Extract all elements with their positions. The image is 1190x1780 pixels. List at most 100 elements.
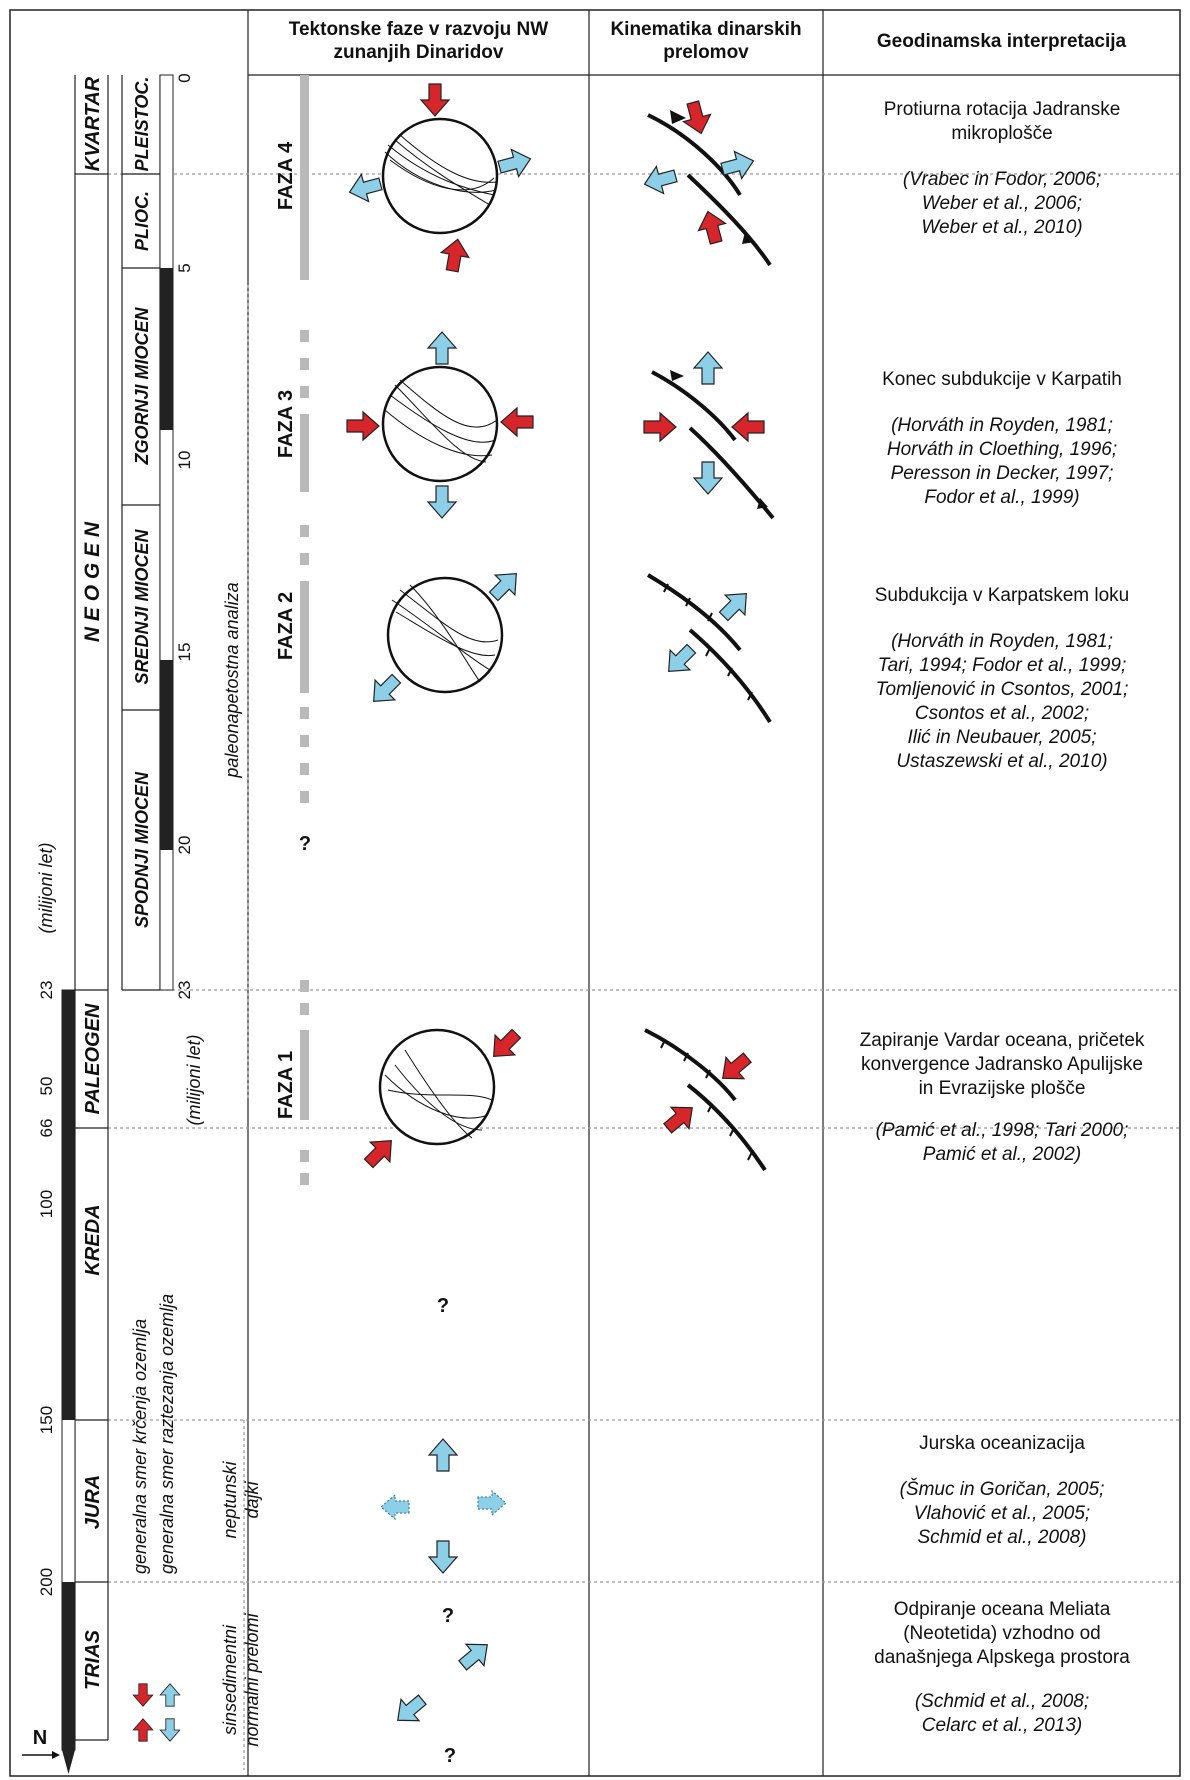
phase-bars <box>300 75 309 1185</box>
method-dividers <box>243 285 249 1770</box>
interpretation-text: današnjega Alpskega prostora <box>874 1647 1130 1668</box>
stereonet-phase-2 <box>363 563 527 712</box>
reference-text: (Horváth in Royden, 1981; <box>891 415 1113 436</box>
period-kvartar: KVARTAR <box>82 76 104 171</box>
interpretation-text: Odpiranje oceana Meliata <box>893 1599 1111 1620</box>
interpretation-block: Protiurna rotacija Jadranske mikroplošče… <box>826 98 1178 240</box>
age-label: 23 <box>175 981 194 1000</box>
neogene-timescale-bar <box>159 74 174 991</box>
reference-text: (Schmid et al., 2008; <box>914 1691 1090 1712</box>
period-paleogen: PALEOGEN <box>82 1003 104 1114</box>
question-mark: ? <box>299 833 311 855</box>
phase-bar <box>300 414 309 492</box>
age-label: 23 <box>37 981 56 1000</box>
legend-extension: generalna smer raztezanja ozemlja <box>157 1294 177 1574</box>
interpretation-text: Protiurna rotacija Jadranske <box>883 99 1121 120</box>
period-trias: TRIAS <box>82 1629 104 1690</box>
jura-arrows <box>380 1438 507 1574</box>
epoch-pliocene: PLIOC. <box>132 191 152 251</box>
reference-text: Weber et al., 2010) <box>921 217 1083 238</box>
interpretation-block: Jurska oceanizacija (Šmuc in Goričan, 20… <box>826 1432 1178 1550</box>
header-kinematics: Kinematika dinarskih prelomov <box>610 19 802 63</box>
stereonet-phase-4 <box>345 83 535 274</box>
interpretation-text: Subdukcija v Karpatskem loku <box>874 585 1130 606</box>
interpretation-block: Subdukcija v Karpatskem loku (Horváth in… <box>826 584 1178 774</box>
north-arrow <box>22 1751 60 1759</box>
interpretation-block: Zapiranje Vardar oceana, pričetek konver… <box>826 1029 1178 1167</box>
reference-text: Schmid et al., 2008) <box>917 1527 1087 1548</box>
units-label: (milijoni let) <box>184 1034 204 1125</box>
method-faults-line1: sinsedimentni <box>220 1624 240 1735</box>
interpretation-text: konvergence Jadransko Apulijske <box>860 1054 1143 1075</box>
method-faults-line2: normalni prelomi <box>242 1612 262 1746</box>
age-label: 66 <box>37 1119 56 1138</box>
fault-kinematics-phase-4 <box>640 98 772 267</box>
method-dykes-line1: neptunski <box>220 1460 240 1538</box>
interpretation-text: (Neotetida) vzhodno od <box>903 1623 1101 1644</box>
age-label: 100 <box>37 1190 56 1218</box>
reference-text: Csontos et al., 2002; <box>914 703 1090 724</box>
long-timescale-bar <box>61 989 76 1774</box>
header-geodynamic: Geodinamska interpretacija <box>876 31 1127 52</box>
reference-text: Fodor et al., 1999) <box>924 487 1080 508</box>
method-paleostress: paleonapetostna analiza <box>222 582 242 778</box>
reference-text: (Horváth in Royden, 1981; <box>891 631 1113 652</box>
age-label: 0 <box>175 73 194 82</box>
phase-bar <box>300 581 309 693</box>
period-boundaries <box>108 173 1180 1583</box>
reference-text: Vlahović et al., 2005; <box>913 1503 1091 1524</box>
age-label: 10 <box>175 451 194 470</box>
phase-label-4: FAZA 4 <box>275 141 297 210</box>
reference-text: Peresson in Decker, 1997; <box>890 463 1114 484</box>
age-label: 200 <box>37 1568 56 1596</box>
phase-label-3: FAZA 3 <box>275 390 297 458</box>
interpretation-text: Zapiranje Vardar oceana, pričetek <box>859 1030 1145 1051</box>
question-mark: ? <box>444 1745 456 1767</box>
interpretation-text: Konec subdukcije v Karpatih <box>882 369 1122 390</box>
fault-kinematics-phase-3 <box>643 351 775 520</box>
reference-text: (Šmuc in Goričan, 2005; <box>899 1479 1105 1500</box>
epoch-lower-miocene: SPODNJI MIOCEN <box>132 771 152 928</box>
units-label: (milijoni let) <box>36 842 56 933</box>
north-label: N <box>33 1727 47 1749</box>
reference-text: Ilić in Neubauer, 2005; <box>907 727 1097 748</box>
epoch-upper-miocene: ZGORNJI MIOCEN <box>132 306 152 465</box>
legend-arrows <box>132 1683 181 1742</box>
period-neogen: N E O G E N <box>81 521 104 642</box>
reference-text: Pamić et al., 2002) <box>922 1144 1082 1165</box>
trias-arrows <box>388 1633 497 1732</box>
phase-bar <box>300 75 309 280</box>
epoch-middle-miocene: SREDNJI MIOCEN <box>132 528 152 684</box>
reference-text: Horváth in Cloething, 1996; <box>886 439 1118 460</box>
period-jura: JURA <box>82 1475 104 1529</box>
phase-label-2: FAZA 2 <box>275 592 297 660</box>
interpretation-block: Konec subdukcije v Karpatih (Horváth in … <box>826 368 1178 510</box>
fault-kinematics-phase-1 <box>644 1028 767 1172</box>
stereonet-phase-1 <box>358 1023 527 1174</box>
header-tectonic-phases: Tektonske faze v razvoju NW zunanjih Din… <box>288 19 549 63</box>
age-label: 15 <box>175 643 194 662</box>
interpretation-block: Odpiranje oceana Meliata (Neotetida) vzh… <box>826 1598 1178 1738</box>
reference-text: (Pamić et al., 1998; Tari 2000; <box>875 1120 1129 1141</box>
period-kreda: KREDA <box>82 1204 104 1275</box>
question-mark: ? <box>437 1295 449 1317</box>
phase-label-1: FAZA 1 <box>275 1051 297 1119</box>
reference-text: Ustaszewski et al., 2010) <box>896 751 1108 772</box>
stereonet-phase-3 <box>346 331 534 519</box>
age-label: 50 <box>37 1077 56 1096</box>
reference-text: Tari, 1994; Fodor et al., 1999; <box>877 655 1127 676</box>
interpretation-text: Jurska oceanizacija <box>919 1433 1085 1454</box>
age-label: 5 <box>175 263 194 272</box>
age-label: 20 <box>175 836 194 855</box>
phase-bar <box>300 1030 309 1120</box>
question-mark: ? <box>442 1605 454 1627</box>
legend-compression: generalna smer krčenja ozemlja <box>130 1319 150 1574</box>
fault-kinematics-phase-2 <box>646 573 772 724</box>
outer-frame <box>9 9 1181 1777</box>
reference-text: Weber et al., 2006; <box>921 193 1083 214</box>
method-dykes-line2: dajki <box>242 1480 262 1518</box>
epoch-pleistocene: PLEISTOC. <box>132 77 152 172</box>
reference-text: (Vrabec in Fodor, 2006; <box>902 169 1102 190</box>
